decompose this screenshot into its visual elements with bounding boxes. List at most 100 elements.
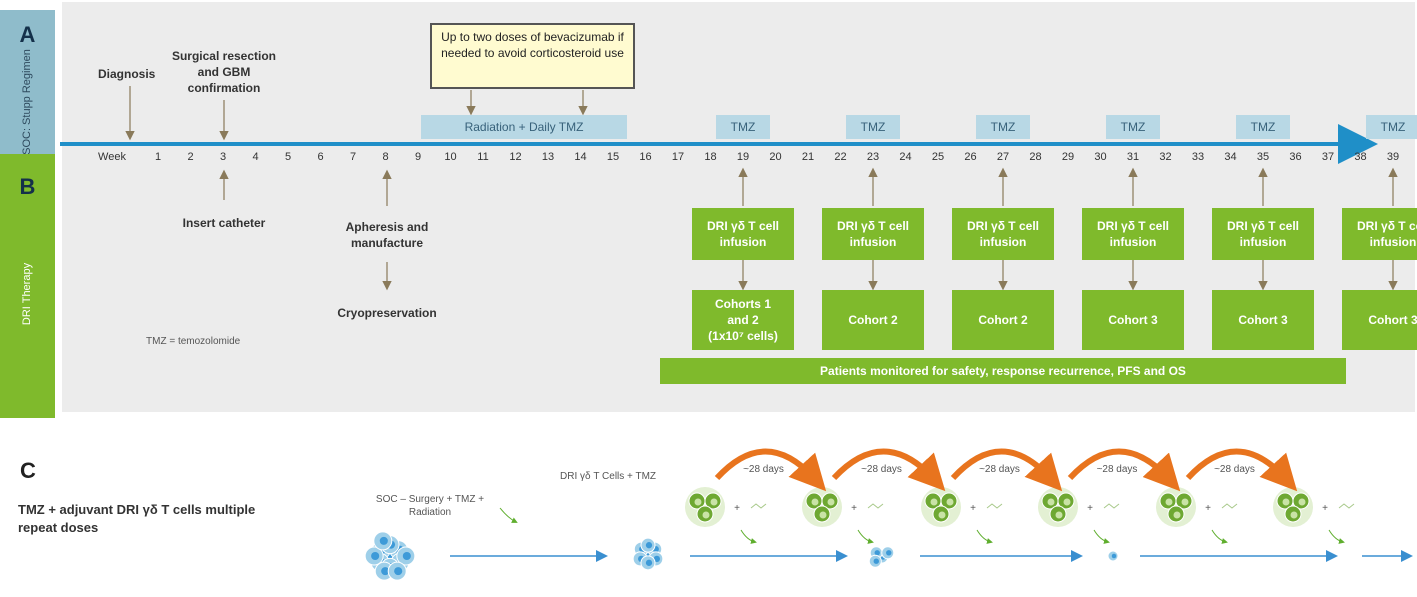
interval-arc-4	[1067, 448, 1181, 492]
week-31: 31	[1126, 151, 1140, 163]
week-3: 3	[219, 151, 227, 163]
cryopreservation-label: Cryopreservation	[337, 306, 437, 320]
soc-green-arrow	[499, 507, 518, 523]
week-8: 8	[382, 151, 389, 163]
week-37: 37	[1321, 151, 1335, 163]
infusion-box-2: DRI γδ T cell infusion	[822, 208, 924, 260]
cohort-box-1: Cohorts 1 and 2(1x10⁷ cells)	[692, 290, 794, 350]
tmz-molecule-icon-1	[750, 503, 767, 509]
cohort-label-1: Cohorts 1 and 2	[714, 297, 771, 327]
tmz-molecule-icon-3	[986, 503, 1003, 509]
panel-c-description: TMZ + adjuvant DRI γδ T cells multiple r…	[18, 502, 256, 535]
cohort-label-4: Cohort 3	[1108, 313, 1158, 327]
tmz-molecule-icon-4	[1103, 503, 1120, 509]
cohort-label-6: Cohort 3	[1368, 313, 1417, 327]
week-14: 14	[574, 151, 587, 163]
gd-t-cell-cluster-4	[1038, 487, 1078, 527]
week-12: 12	[509, 151, 522, 163]
interval-arc-3	[950, 448, 1063, 492]
week-5: 5	[284, 151, 292, 163]
interval-arc-5	[1185, 448, 1298, 492]
week-22: 22	[834, 151, 847, 163]
tumor-cluster-3	[868, 546, 895, 568]
panel-c-letter: C	[20, 458, 36, 483]
gd-t-cell-cluster-1	[685, 487, 725, 527]
week-1: 1	[154, 151, 162, 163]
apheresis-label: Apheresis and manufacture	[345, 220, 429, 250]
monitoring-bar: Patients monitored for safety, response …	[660, 358, 1346, 384]
plus-sign-6: +	[1322, 503, 1328, 514]
week-21: 21	[801, 151, 815, 163]
tmz-box-1: TMZ	[716, 115, 770, 139]
green-arrow-4	[1093, 529, 1110, 544]
gd-t-cell-cluster-6	[1273, 487, 1313, 527]
week-26: 26	[964, 151, 977, 163]
week-2: 2	[187, 151, 194, 163]
gd-t-cell-cluster-3	[921, 487, 961, 527]
tumor-cluster-1	[364, 531, 416, 581]
week-11: 11	[477, 151, 489, 163]
panel-b-side-bar: B DRI Therapy	[0, 154, 55, 418]
plus-sign-3: +	[970, 503, 976, 514]
gd-t-cell-cluster-2	[802, 487, 842, 527]
week-39: 39	[1386, 151, 1400, 163]
cohort-label-5: Cohort 3	[1238, 313, 1288, 327]
week-24: 24	[899, 151, 912, 163]
radiation-tmz-box: Radiation + Daily TMZ	[421, 115, 627, 139]
plus-sign-5: +	[1205, 503, 1211, 514]
panel-a-letter: A	[19, 22, 36, 47]
tmz-molecule-icon-6	[1338, 503, 1355, 509]
week-29: 29	[1061, 151, 1075, 163]
infusion-box-1: DRI γδ T cell infusion	[692, 208, 794, 260]
week-23: 23	[866, 151, 880, 163]
week-36: 36	[1289, 151, 1302, 163]
week-7: 7	[349, 151, 357, 163]
tmz-box-2: TMZ	[846, 115, 900, 139]
infusion-box-3: DRI γδ T cell infusion	[952, 208, 1054, 260]
tumor-cluster-2	[632, 537, 664, 571]
panel-a-side-bar: A SOC: Stupp Regimen	[0, 10, 55, 155]
cohort-label-3: Cohort 2	[978, 313, 1028, 327]
interval-label-4: ~28 days	[1096, 464, 1138, 475]
week-28: 28	[1029, 151, 1042, 163]
tmz-molecule-icon-5	[1221, 503, 1238, 509]
infusion-box-6: DRI γδ T cell infusion	[1342, 208, 1417, 260]
green-arrow-6	[1328, 529, 1345, 544]
green-arrow-2	[857, 529, 874, 544]
interval-label-3: ~28 days	[979, 464, 1020, 475]
green-arrow-3	[976, 529, 993, 544]
cohort-box-5: Cohort 3	[1212, 290, 1314, 350]
tmz-box-6: TMZ	[1366, 115, 1417, 139]
tmz-molecule-icon-2	[867, 503, 884, 509]
green-arrow-5	[1211, 529, 1228, 544]
week-19: 19	[736, 151, 750, 163]
panel-b-letter: B	[19, 174, 36, 199]
infusion-box-5: DRI γδ T cell infusion	[1212, 208, 1314, 260]
week-33: 33	[1191, 151, 1205, 163]
tmz-footnote: TMZ = temozolomide	[146, 336, 241, 347]
week-16: 16	[639, 151, 652, 163]
cohort-label-2: Cohort 2	[848, 313, 898, 327]
gd-t-cell-cluster-5	[1156, 487, 1196, 527]
week-4: 4	[252, 151, 259, 163]
tmz-box-5: TMZ	[1236, 115, 1290, 139]
week-axis-label: Week	[98, 151, 126, 163]
week-30: 30	[1094, 151, 1107, 163]
soc-label: SOC – Surgery + TMZ + Radiation	[375, 494, 485, 518]
interval-label-1: ~28 days	[743, 464, 784, 475]
week-10: 10	[444, 151, 457, 163]
green-arrow-1	[740, 529, 757, 544]
plus-sign-2: +	[851, 503, 857, 514]
interval-label-2: ~28 days	[861, 464, 902, 475]
week-27: 27	[996, 151, 1010, 163]
dri-cells-label: DRI γδ T Cells + TMZ	[560, 471, 657, 482]
tumor-cluster-4	[1107, 550, 1119, 562]
interval-label-5: ~28 days	[1214, 464, 1255, 475]
surgery-label: Surgical resection and GBM confirmation	[171, 49, 277, 95]
week-34: 34	[1224, 151, 1237, 163]
tmz-box-3: TMZ	[976, 115, 1030, 139]
week-38: 38	[1354, 151, 1367, 163]
week-17: 17	[671, 151, 685, 163]
cohort-box-2: Cohort 2	[822, 290, 924, 350]
